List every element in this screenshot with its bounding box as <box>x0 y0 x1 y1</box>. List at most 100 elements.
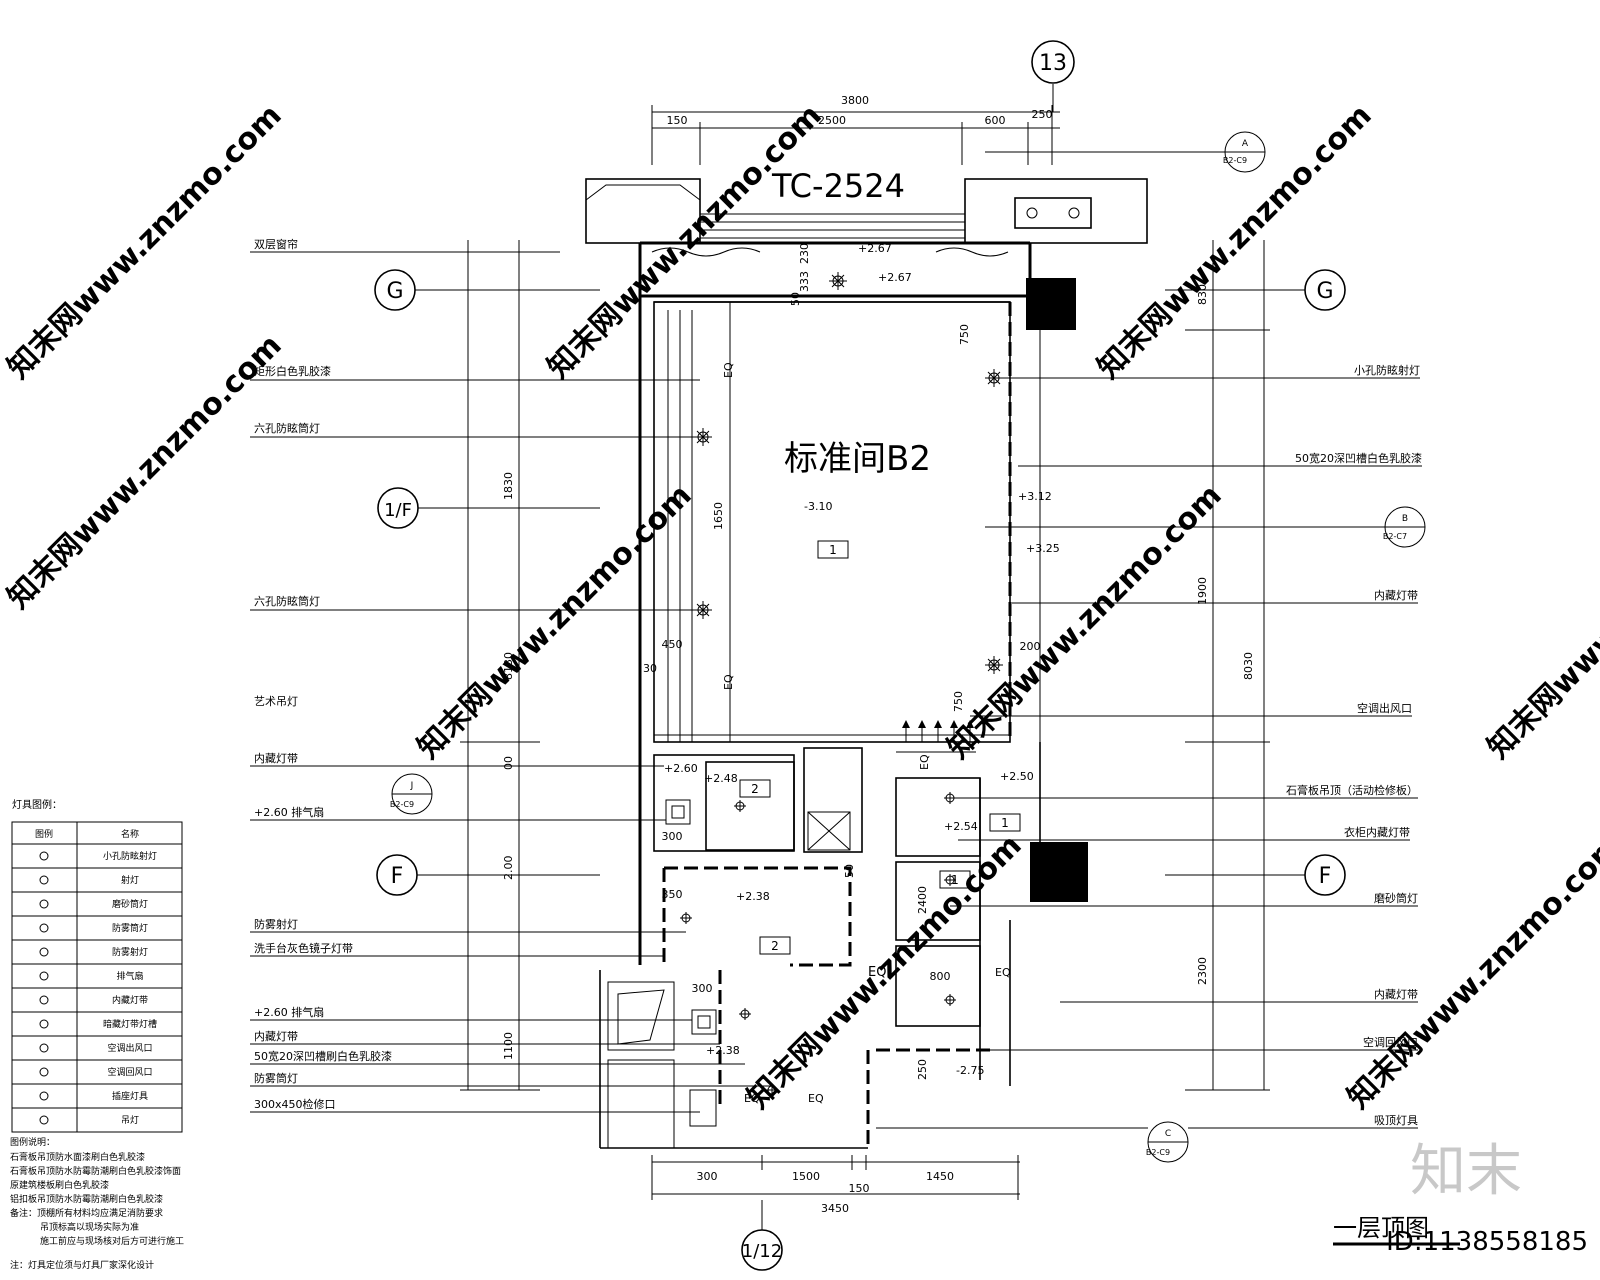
dim-text: 30 <box>643 662 657 675</box>
left-annotations: 双层窗帘 矩形白色乳胶漆 六孔防眩筒灯 六孔防眩筒灯 艺术吊灯 内藏灯带 +2.… <box>250 237 772 1113</box>
axis-g-label: G <box>386 279 403 304</box>
dim-text: 750 <box>952 691 965 712</box>
elevation-text: -3.10 <box>804 500 832 513</box>
legend-symbol-icon <box>39 995 49 1005</box>
dim-text: 450 <box>662 638 683 651</box>
dim-text: 1830 <box>502 472 515 500</box>
elevation-text: +2.54 <box>944 820 978 833</box>
legend-row-label: 射灯 <box>121 874 139 886</box>
spotlight-icon <box>829 272 847 290</box>
legend-rows: 小孔防眩射灯射灯磨砂筒灯防雾筒灯防雾射灯排气扇内藏灯带暗藏灯带灯槽空调出风口空调… <box>12 850 182 1133</box>
dim-text: 50 <box>843 864 856 878</box>
dim-text: 2500 <box>818 114 846 127</box>
brand-logo-text: 知末 <box>1410 1139 1522 1204</box>
section-letter: A <box>1242 139 1249 149</box>
annotation-label: 六孔防眩筒灯 <box>254 421 320 435</box>
annotation-label: 内藏灯带 <box>254 1029 298 1043</box>
annotation-label: 内藏灯带 <box>254 751 298 765</box>
light-fixtures <box>680 272 1003 1096</box>
room-tag: 1 <box>951 873 959 887</box>
legend-title: 灯具图例： <box>12 798 62 811</box>
downlight-icon <box>734 800 746 812</box>
eq-marks: EQ EQ EQ EQ EQ EQ EQ <box>722 362 1011 1105</box>
section-letter: J <box>410 781 414 791</box>
annotation-label: 内藏灯带 <box>1374 588 1418 602</box>
downlight-icon <box>680 912 692 924</box>
window-unit: TC-2524 <box>585 167 1148 257</box>
legend-row-label: 空调出风口 <box>107 1042 152 1054</box>
downlight-icon <box>944 874 956 886</box>
section-letter: B <box>1402 514 1408 524</box>
spotlight-icon <box>694 601 712 619</box>
note-line: 原建筑楼板刷白色乳胶漆 <box>10 1179 109 1191</box>
axis-f-label: F <box>391 864 404 889</box>
eq-text: EQ <box>744 1092 760 1105</box>
section-sheet: B2-C9 <box>1223 156 1247 165</box>
legend-symbol-icon <box>39 875 49 885</box>
elevation-text: +2.60 <box>664 762 698 775</box>
dim-text: 8030 <box>1242 652 1255 680</box>
notes-title: 图例说明： <box>10 1136 55 1148</box>
spotlight-icon <box>694 428 712 446</box>
annotation-label: 矩形白色乳胶漆 <box>254 364 331 378</box>
note-line: 施工前应与现场核对后方可进行施工 <box>40 1235 184 1247</box>
elevation-text: +2.38 <box>706 1044 740 1057</box>
eq-text: EQ <box>995 966 1011 979</box>
elevation-marks: +2.67 +2.67 -3.10 +3.12 +3.25 +2.50 +2.4… <box>664 242 1060 1077</box>
dim-text: 300 <box>662 830 683 843</box>
legend-symbol-icon <box>39 1067 49 1077</box>
dim-text: 3800 <box>841 94 869 107</box>
dimension-texts: 3800 150 2500 600 250 300 1500 150 1450 … <box>502 94 1255 1215</box>
legend-row-label: 小孔防眩射灯 <box>103 850 157 862</box>
dim-text: 8130 <box>502 652 515 680</box>
section-sheet: B2-C7 <box>1383 532 1407 541</box>
axis-f-label: F <box>1319 864 1332 889</box>
legend-row-label: 防雾筒灯 <box>112 922 148 934</box>
legend-row-label: 磨砂筒灯 <box>112 898 148 910</box>
dim-text: 800 <box>930 970 951 983</box>
elevation-text: +2.50 <box>1000 770 1034 783</box>
eq-text: EQ <box>722 362 735 378</box>
legend-row-label: 排气扇 <box>116 970 143 982</box>
annotation-label: 石膏板吊顶（活动检修板） <box>1286 783 1418 797</box>
room-tag: 2 <box>771 939 779 953</box>
annotation-label: 洗手台灰色镜子灯带 <box>254 941 353 955</box>
legend-table: 灯具图例： 图例 名称 小孔防眩射灯射灯磨砂筒灯防雾筒灯防雾射灯排气扇内藏灯带暗… <box>11 798 183 1133</box>
grid-axis-markers: 13 G G 1/F F F 1/12 <box>374 40 1346 1271</box>
room-title: 标准间B2 <box>784 439 931 479</box>
eq-text: EQ <box>722 674 735 690</box>
legend-symbol-icon <box>39 1091 49 1101</box>
annotation-label: 小孔防眩射灯 <box>1354 363 1420 377</box>
elevation-text: +3.25 <box>1026 542 1060 555</box>
room-tag: 1 <box>829 543 837 557</box>
dim-text: 750 <box>958 324 971 345</box>
right-annotations: 小孔防眩射灯 50宽20深凹槽白色乳胶漆 内藏灯带 空调出风口 石膏板吊顶（活动… <box>950 363 1422 1129</box>
note-line: 石膏板吊顶防水防霉防潮刷白色乳胶漆饰面 <box>10 1165 181 1177</box>
dim-text: 1100 <box>502 1032 515 1060</box>
eq-text: EQ <box>868 965 886 980</box>
eq-text: EQ <box>918 754 931 770</box>
dim-text: 250 <box>916 1059 929 1080</box>
elevation-text: -2.75 <box>956 1064 984 1077</box>
section-sheet: B2-C9 <box>390 800 414 809</box>
dim-text: 230 <box>798 243 811 264</box>
legend-symbol-icon <box>39 851 49 861</box>
dim-text: 300 <box>692 982 713 995</box>
elevation-text: +3.12 <box>1018 490 1052 503</box>
annotation-label: +2.60 排气扇 <box>254 805 324 819</box>
legend-row-label: 插座灯具 <box>112 1090 148 1102</box>
section-letter: C <box>1165 1129 1171 1139</box>
annotation-label: 衣柜内藏灯带 <box>1344 825 1410 839</box>
legend-symbol-icon <box>39 1043 49 1053</box>
dim-text: 1900 <box>1196 577 1209 605</box>
dim-text: 150 <box>667 114 688 127</box>
annotation-label: 空调出风口 <box>1357 701 1412 715</box>
room-tag: 2 <box>751 782 759 796</box>
dim-text: 50 <box>789 292 802 306</box>
annotation-label: 磨砂筒灯 <box>1374 891 1418 905</box>
dim-text: 00 <box>502 756 515 770</box>
dim-text: 150 <box>849 1182 870 1195</box>
axis-13-label: 13 <box>1039 51 1067 76</box>
legend-row-label: 内藏灯带 <box>112 994 148 1006</box>
